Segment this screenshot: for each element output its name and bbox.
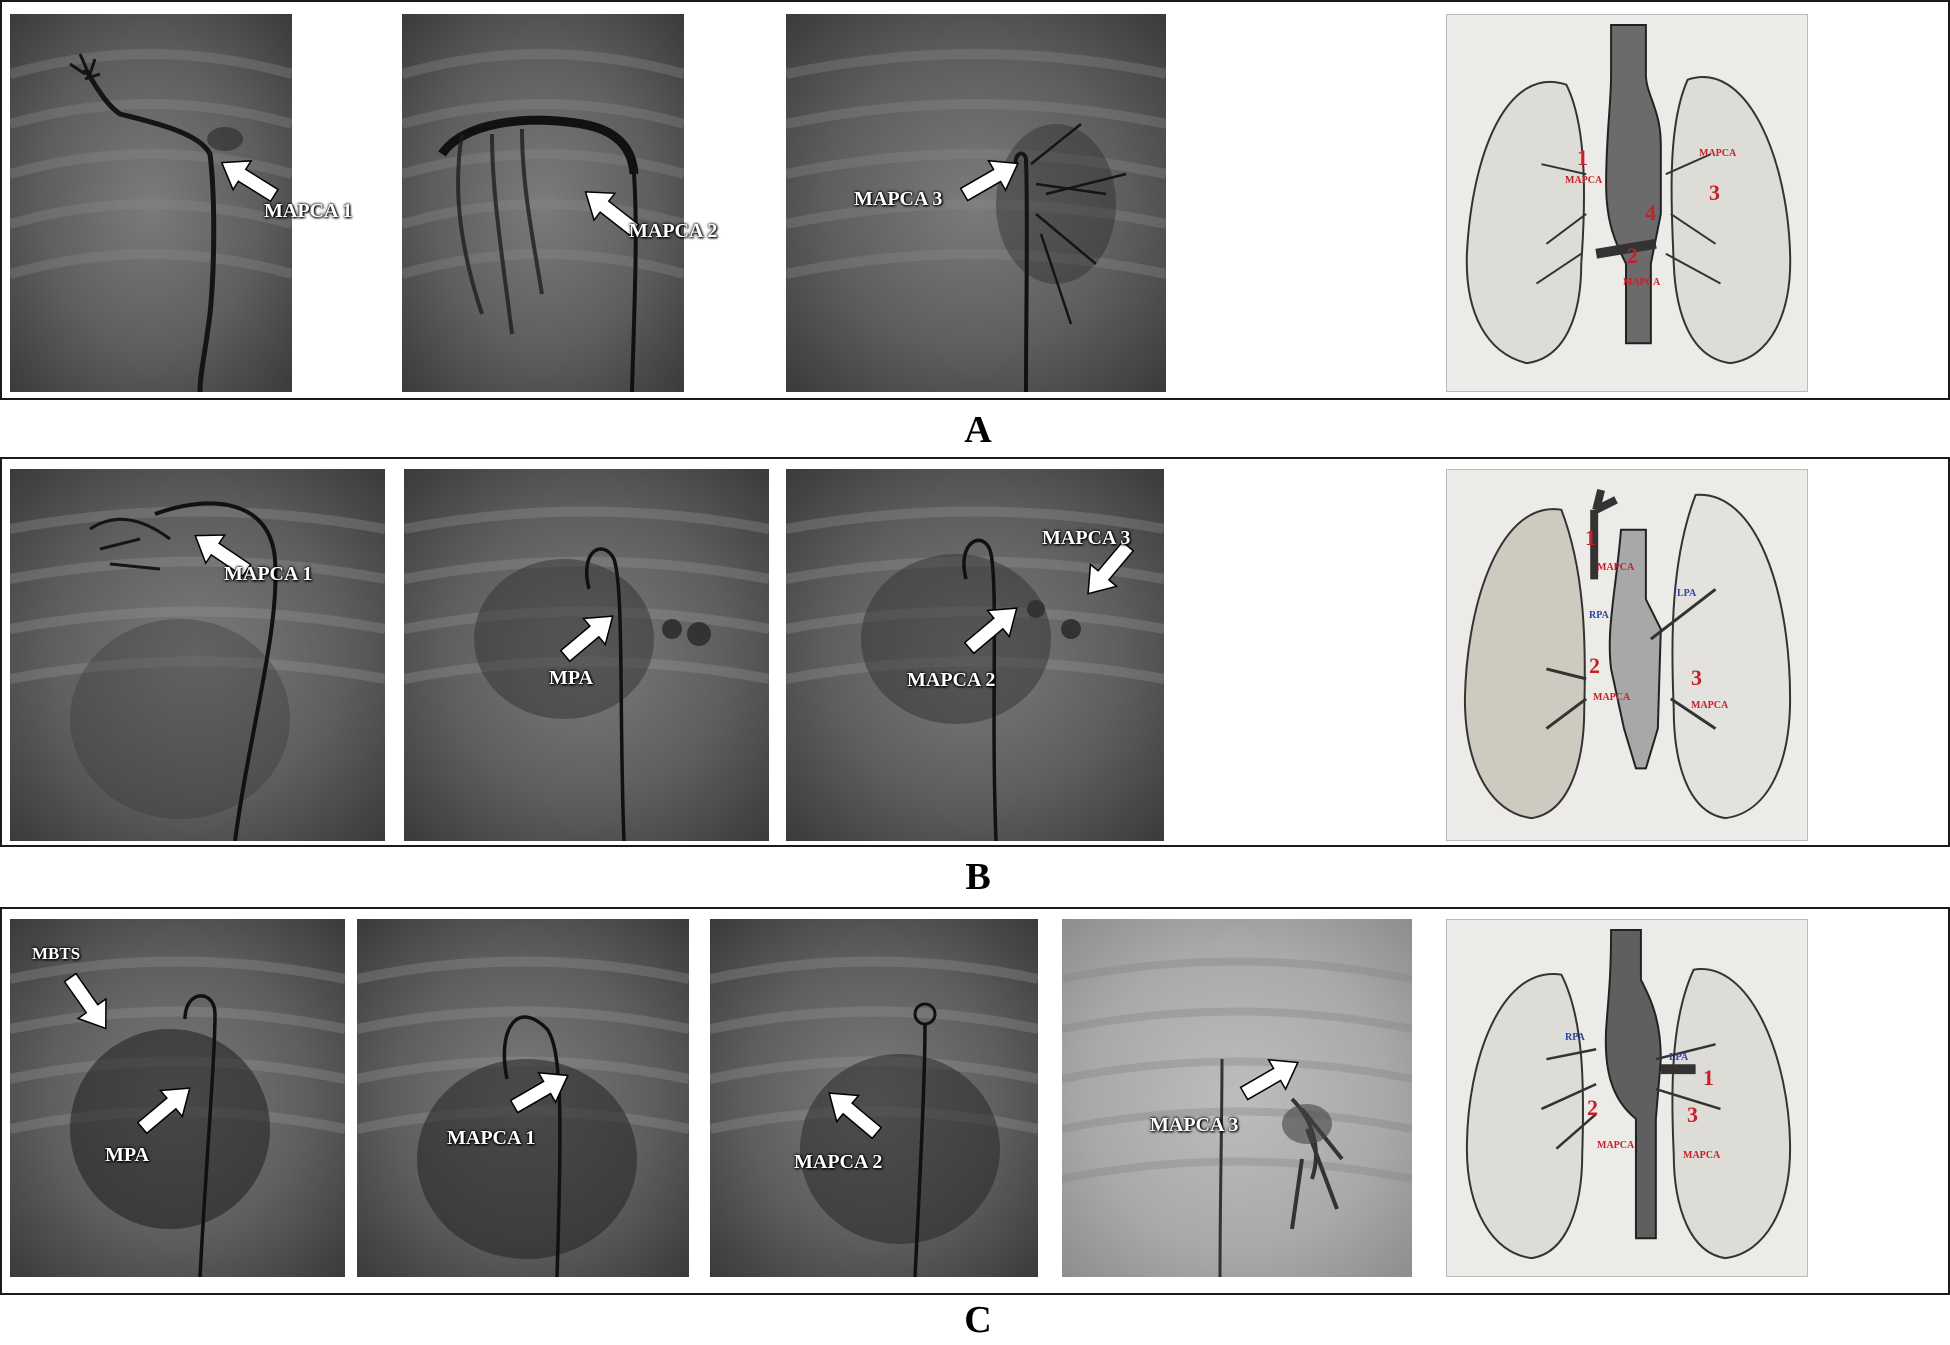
label-c-mapca-1: MAPCA 1 [447,1127,536,1149]
illus-a-number-1: 1 [1577,145,1588,170]
illustration-a: 1 MAPCA 4 3 MAPCA 2 MAPCA [1446,14,1808,392]
illustration-b: 1 MAPCA RPA LPA 2 MAPCA 3 MAPCA [1446,469,1808,841]
illus-b-number-3: 3 [1691,665,1702,690]
illus-b-number-2: 2 [1589,653,1600,678]
illus-b-number-1: 1 [1585,525,1596,550]
angiogram-b3 [786,469,1164,841]
illus-c-mapca-2: MAPCA [1597,1140,1635,1151]
angiogram-a3 [786,14,1166,392]
arrow-b-mpa [553,602,625,671]
illus-a-number-4: 4 [1645,200,1656,225]
arrow-b-mapca2 [957,594,1029,663]
arrow-b1 [185,520,258,586]
illus-c-rpa: RPA [1565,1032,1585,1043]
panel-a-frame: 1 MAPCA 4 3 MAPCA 2 MAPCA MAPCA 1 MAPCA … [0,0,1950,400]
illus-b-mapca-3: MAPCA [1691,700,1729,711]
illus-c-mapca-3: MAPCA [1683,1150,1721,1161]
illus-a-number-3: 3 [1709,180,1720,205]
angiogram-a2 [402,14,684,392]
illus-b-mapca-1: MAPCA [1597,562,1635,573]
panel-b-frame: 1 MAPCA RPA LPA 2 MAPCA 3 MAPCA MAPCA 1 … [0,457,1950,847]
illus-a-mapca-2: MAPCA [1623,277,1661,288]
label-mapca-2: MAPCA 2 [629,220,718,242]
illus-c-number-2: 2 [1587,1095,1598,1120]
illus-a-mapca-1: MAPCA [1565,175,1603,186]
illus-a-number-2: 2 [1627,243,1638,268]
panel-b-letter: B [965,856,991,898]
label-c-mbts: MBTS [32,944,81,963]
arrow-a2 [574,177,646,245]
illus-c-lpa: LPA [1669,1052,1689,1063]
arrow-c-mpa [130,1074,202,1143]
label-c-mapca-2: MAPCA 2 [794,1151,883,1173]
label-mapca-3: MAPCA 3 [854,188,943,210]
label-mapca-1: MAPCA 1 [264,200,353,222]
arrow-c-mapca1 [505,1059,578,1123]
angiogram-c2 [357,919,689,1277]
label-c-mapca-3: MAPCA 3 [1150,1114,1239,1136]
angiogram-b1 [10,469,385,841]
label-c-mpa: MPA [105,1144,150,1166]
panel-c-frame: RPA LPA 1 2 3 MAPCA MAPCA MBTS MPA MAPCA… [0,907,1950,1295]
panel-a-letter: A [964,409,992,451]
arrow-c-mapca3 [1235,1046,1308,1110]
angiogram-a1 [10,14,292,392]
arrow-c-mapca2 [817,1079,889,1148]
angiogram-c4 [1062,919,1412,1277]
label-b-mpa: MPA [549,667,594,689]
panel-c-letter: C [964,1299,992,1341]
arrow-c-mbts [55,967,122,1040]
label-b-mapca-2: MAPCA 2 [907,669,996,691]
illus-b-rpa: RPA [1589,610,1609,621]
illustration-c: RPA LPA 1 2 3 MAPCA MAPCA [1446,919,1808,1277]
angiogram-b2 [404,469,769,841]
arrow-a1 [212,146,285,211]
illus-a-mapca-3: MAPCA [1699,148,1737,159]
label-b-mapca-3: MAPCA 3 [1042,527,1131,549]
label-b-mapca-1: MAPCA 1 [224,563,313,585]
illus-c-number-3: 3 [1687,1102,1698,1127]
arrow-a3 [955,147,1028,211]
illus-b-mapca-2: MAPCA [1593,692,1631,703]
angiogram-c3 [710,919,1038,1277]
illus-b-lpa: LPA [1677,588,1697,599]
illus-c-number-1: 1 [1703,1065,1714,1090]
arrow-b-mapca3 [1074,534,1143,606]
